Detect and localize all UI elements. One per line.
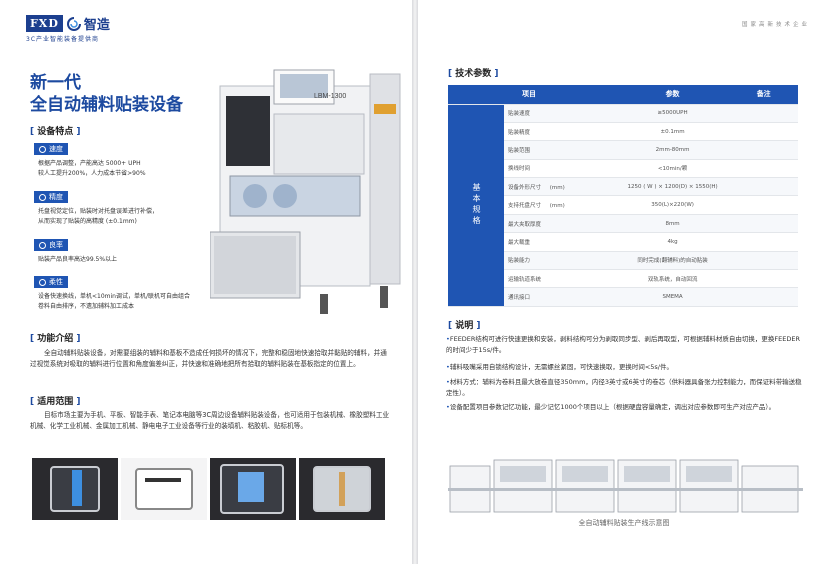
logo-cn: 智造 [83, 18, 110, 33]
brand-tagline: 3C产业智能装备提供商 [26, 36, 100, 43]
feature-tag-flexibility: 柔性 [34, 276, 68, 288]
table-header-row: 项目 参数 备注 [448, 85, 798, 105]
scope-heading: [ 适用范围 ] [30, 397, 81, 407]
product-photo [32, 458, 118, 520]
feature-text: 贴装产品良率高达99.5%以上 [38, 256, 118, 263]
sliders-icon [39, 278, 46, 286]
machine-illustration: LBM-1300 [210, 69, 401, 314]
left-page: FXD 智造 3C产业智能装备提供商 新一代 全自动辅料贴装设备 [ 设备特点 … [0, 0, 412, 564]
table-row: 通讯接口 SMEMA [448, 287, 798, 307]
right-page: 国家高新技术企业 [ 技术参数 ] 项目 参数 备注 基本规格 贴装速度 ≥50… [418, 0, 830, 564]
table-row: 贴装范围 2mm-80mm [448, 140, 798, 160]
feature-tag-speed: 速度 [34, 143, 68, 155]
spec-heading: [ 技术参数 ] [448, 69, 499, 79]
page-title-line2: 全自动辅料贴装设备 [30, 95, 183, 115]
spec-table: 项目 参数 备注 基本规格 贴装速度 ≥5000UPH 贴装精度 ±0.1mm … [448, 85, 798, 307]
table-row: 换线时间 <10min/颗 [448, 159, 798, 179]
page-gutter [412, 0, 418, 564]
product-photo [210, 458, 296, 520]
feature-text: 设备快速换线，单机<10min调试，单机/联机可自由组合卷料自由排序，不遗加辅料… [38, 293, 190, 310]
function-heading: [ 功能介绍 ] [30, 334, 81, 344]
notes-heading: [ 说明 ] [448, 321, 481, 331]
certification-label: 国家高新技术企业 [741, 22, 810, 28]
percent-icon [39, 241, 46, 249]
production-line-diagram [448, 459, 803, 513]
brand-logo: FXD 智造 [26, 14, 110, 33]
product-photo [121, 458, 207, 520]
table-row: 贴装能力 同时完成(翻辅料)的自动贴装 [448, 251, 798, 271]
diagram-caption: 全自动辅料贴装生产线示意图 [578, 519, 670, 527]
column-header: 项目 [504, 85, 616, 105]
table-row: 最大夹取厚度 8mm [448, 214, 798, 234]
side-label: 基本规格 [448, 104, 504, 307]
note-item: •设备配置项目参数记忆功能，最少记忆1000个项目以上（根据硬盘容量确定，调出对… [446, 403, 776, 411]
note-item: •材料方式：辅料为卷料且最大放卷直径350mm，内径3英寸或6英寸的卷芯（供料器… [446, 378, 802, 397]
table-row: 支持托盘尺寸 (mm)350(L)×220(W) [448, 195, 798, 215]
column-header: 参数 [615, 85, 730, 105]
page-title-line1: 新一代 [30, 73, 81, 93]
scope-text: 目标市场主要为手机、平板、智能手表、笔记本电脑等3C周边设备辅料贴装设备，也可适… [30, 411, 390, 430]
logo-text: FXD [26, 15, 63, 32]
feature-tag-precision: 精度 [34, 191, 68, 203]
note-item: •辅料吸嘴采用自锁结构设计，无需螺丝紧固，可快速换取，更换时间<5s/件。 [446, 363, 674, 371]
table-row: 贴装精度 ±0.1mm [448, 122, 798, 142]
column-header: 备注 [729, 85, 798, 105]
feature-text: 托盘视觉定位，贴装时对托盘误差进行补偿，从而实现了贴装的高精度 (±0.1mm) [38, 208, 159, 225]
table-row: 设备外形尺寸 (mm)1250 ( W ) × 1200(D) × 1550(H… [448, 177, 798, 197]
clock-icon [39, 145, 46, 153]
product-photo [299, 458, 385, 520]
table-row: 最大载重 4kg [448, 232, 798, 252]
feature-tag-yield: 良率 [34, 239, 68, 251]
function-text: 全自动辅料贴装设备，对需要组装的辅料和基板不造成任何损坏的情况下，完整和稳固地快… [30, 349, 387, 368]
swirl-icon [66, 16, 81, 31]
target-icon [39, 193, 46, 201]
table-row: 基本规格 贴装速度 ≥5000UPH [448, 104, 798, 307]
table-row: 运输轨道系统 双轨系统，自动回流 [448, 269, 798, 289]
machine-model-label: LBM-1300 [314, 93, 346, 100]
features-heading: [ 设备特点 ] [30, 127, 81, 137]
note-item: •FEEDER结构可进行快速更换和安装，剥料结构可分为剥取同步型、剥后再取型，可… [446, 335, 801, 354]
